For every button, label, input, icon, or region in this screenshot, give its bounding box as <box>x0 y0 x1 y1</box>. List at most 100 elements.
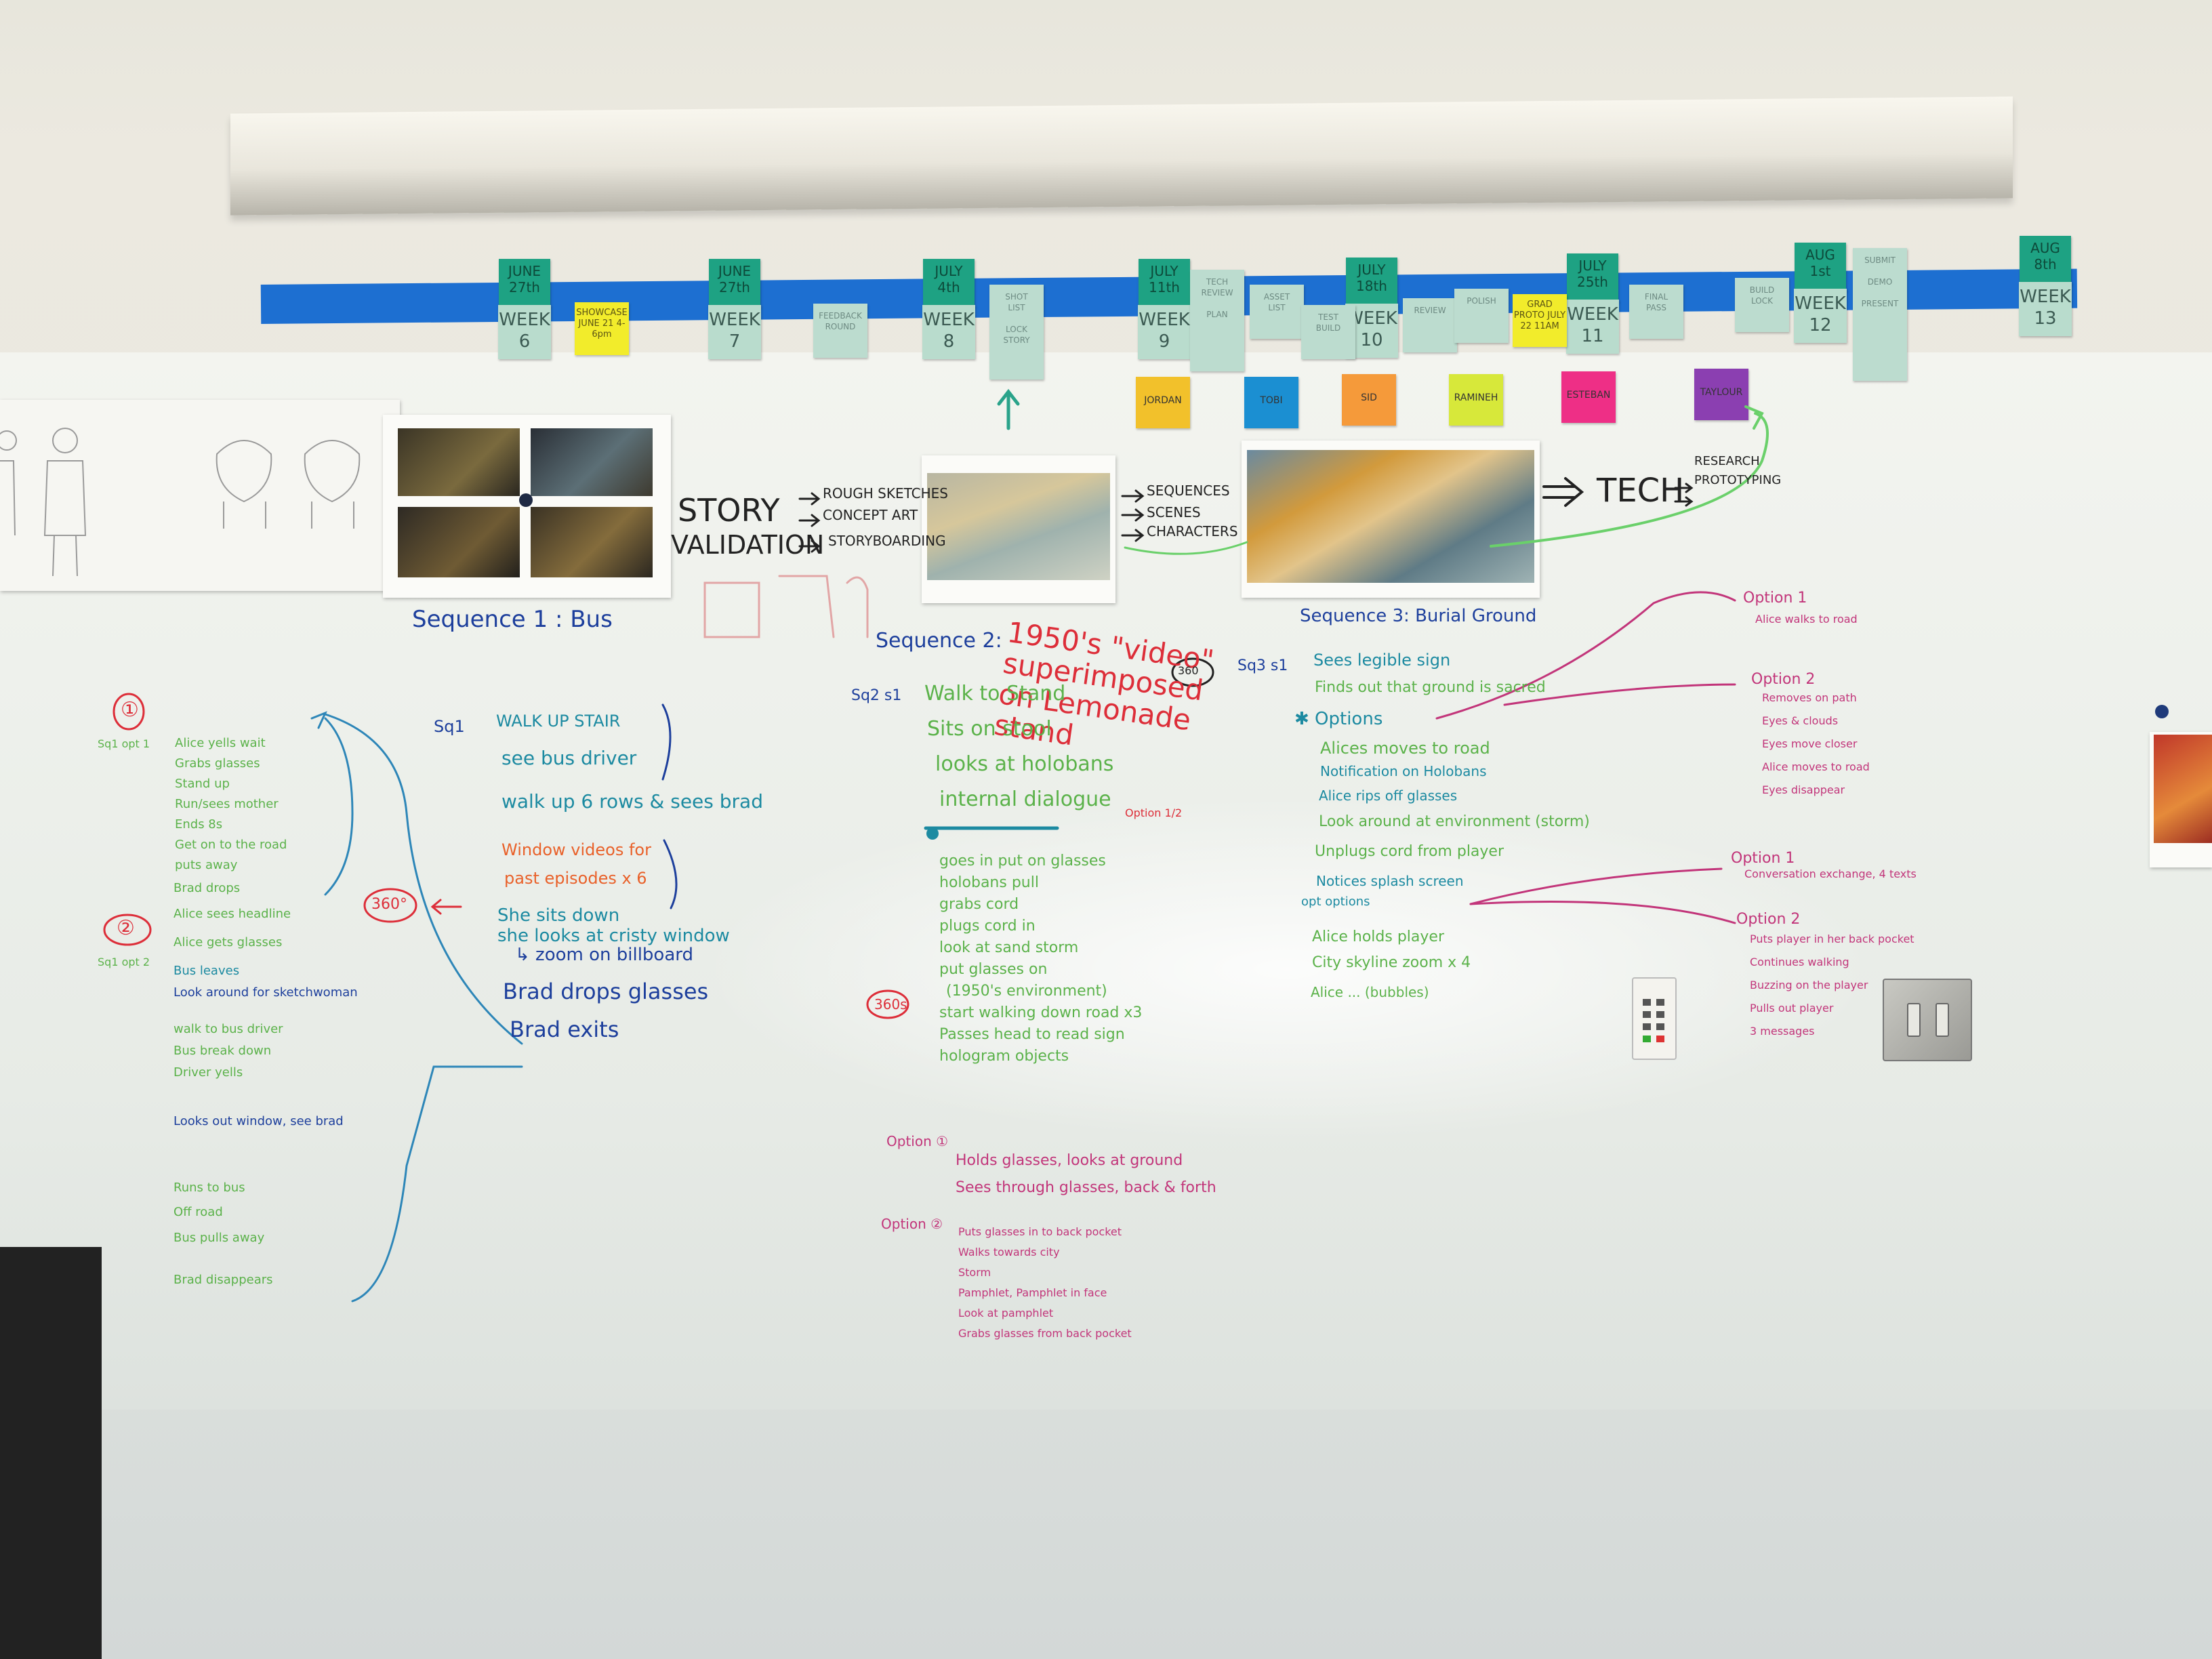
handwritten-line: Unplugs cord from player <box>1315 843 1504 860</box>
seq1-label: Sq1 <box>434 717 465 736</box>
handwritten-line: walk to bus driver <box>173 1022 283 1036</box>
option-arrow <box>1435 591 1736 720</box>
handwritten-line: ↳ zoom on billboard <box>515 945 694 965</box>
handwritten-line: see bus driver <box>501 747 637 769</box>
validation-heading: VALIDATION <box>671 530 825 560</box>
handwritten-line: put glasses on <box>939 961 1048 978</box>
arrow-left <box>430 899 462 915</box>
handwritten-line: Grabs glasses from back pocket <box>958 1327 1132 1340</box>
handwritten-line: Alice sees headline <box>173 907 291 921</box>
teal-dot <box>926 827 939 840</box>
task-note: REVIEW <box>1403 298 1457 352</box>
handwritten-line: Run/sees mother <box>175 797 279 811</box>
role-note: RAMINEH <box>1449 374 1503 426</box>
handwritten-line: Sees through glasses, back & forth <box>956 1179 1216 1196</box>
output-item: CHARACTERS <box>1147 523 1238 539</box>
handwritten-line: Alice holds player <box>1312 928 1444 945</box>
story-item: STORYBOARDING <box>828 533 946 549</box>
number-circle <box>112 693 145 731</box>
storyboard-frame <box>531 507 653 577</box>
pencil-sketches <box>0 428 361 577</box>
handwritten-line: Bus break down <box>173 1044 272 1058</box>
double-arrow <box>1542 477 1584 507</box>
360-bubble <box>363 888 417 923</box>
handwritten-line: Notices splash screen <box>1316 873 1464 889</box>
output-item: SCENES <box>1147 504 1201 520</box>
handwritten-line: Pamphlet, Pamphlet in face <box>958 1286 1107 1299</box>
handwritten-line: Grabs glasses <box>175 756 260 771</box>
handwritten-line: City skyline zoom x 4 <box>1312 954 1471 971</box>
light-switch[interactable] <box>1907 1003 1921 1037</box>
seq1-loop-arrow <box>324 713 523 1045</box>
handwritten-line: Brad drops <box>173 881 241 895</box>
light-switch[interactable] <box>1936 1003 1949 1037</box>
handwritten-line: Runs to bus <box>173 1181 245 1195</box>
360-bubble <box>866 989 909 1019</box>
handwritten-line: Stand up <box>175 777 230 791</box>
number-circle <box>103 914 152 946</box>
brace <box>663 839 678 909</box>
keypad-panel <box>1632 977 1677 1060</box>
storyboard-frame <box>531 428 653 496</box>
green-loop-arrow <box>1490 412 1769 548</box>
option-item: Eyes & clouds <box>1762 714 1839 727</box>
story-item: ROUGH SKETCHES <box>823 485 948 501</box>
handwritten-line: plugs cord in <box>939 918 1036 935</box>
option-item: Pulls out player <box>1750 1002 1834 1015</box>
concept-art-image <box>2154 735 2212 843</box>
handwritten-line: opt options <box>1301 895 1370 909</box>
sequence-2-title: Sequence 2: <box>876 629 1002 653</box>
arrow-right <box>1674 483 1694 493</box>
handwritten-line: walk up 6 rows & sees brad <box>501 790 763 813</box>
role-note: ESTEBAN <box>1561 371 1616 423</box>
role-note: TAYLOUR <box>1694 369 1748 420</box>
handwritten-line: grabs cord <box>939 896 1019 913</box>
tech-item: PROTOTYPING <box>1694 473 1782 487</box>
story-heading: STORY <box>678 492 780 529</box>
handwritten-line: Brad drops glasses <box>503 979 709 1004</box>
pink-sketch <box>703 575 835 638</box>
handwritten-line: Alice gets glasses <box>173 935 283 949</box>
arrow-right <box>798 492 821 506</box>
seq2-option-marker: Option 1/2 <box>1125 806 1183 819</box>
milestone-week-note: WEEK 11 <box>1566 300 1619 354</box>
seq2-360-label: 360s <box>874 996 907 1012</box>
handwritten-line: past episodes x 6 <box>504 869 647 888</box>
option-item: Puts player in her back pocket <box>1750 933 1914 945</box>
360-bubble <box>1171 657 1214 687</box>
handwritten-line: ✱ Options <box>1294 709 1383 729</box>
milestone-date-note: JULY 25th <box>1567 253 1618 302</box>
arrow-right <box>1121 529 1145 542</box>
option-item: Continues walking <box>1750 956 1849 968</box>
option-item: Alice walks to road <box>1755 613 1858 626</box>
seq1-360-label: 360° <box>371 896 407 913</box>
option-item: Eyes disappear <box>1762 783 1845 796</box>
storyboard-frame <box>398 428 520 496</box>
handwritten-line: Look at pamphlet <box>958 1307 1054 1319</box>
sequence-1-title: Sequence 1 : Bus <box>412 606 613 633</box>
handwritten-line: Holds glasses, looks at ground <box>956 1152 1183 1169</box>
seq1-brace <box>324 717 354 896</box>
arrow-right <box>798 514 821 527</box>
seq1-bracket <box>351 1065 523 1303</box>
concept-art-desert <box>922 455 1115 603</box>
option-item: Alice moves to road <box>1762 760 1870 773</box>
handwritten-line: goes in put on glasses <box>939 853 1106 869</box>
milestone-date-note: JULY 18th <box>1346 258 1397 306</box>
handwritten-line: Brad exits <box>510 1017 619 1042</box>
magnet <box>519 493 533 507</box>
seq2-option1-label: Option ① <box>886 1133 949 1149</box>
whiteboard-glare <box>712 800 1864 1139</box>
handwritten-line: Walk to Stand <box>924 682 1066 705</box>
option-item: 3 messages <box>1750 1025 1815 1038</box>
handwritten-line: Finds out that ground is sacred <box>1315 679 1546 696</box>
arrow-right <box>798 539 821 553</box>
handwritten-line: Sees legible sign <box>1313 651 1451 670</box>
role-note: SID <box>1342 374 1396 426</box>
concept-art-edge <box>2150 732 2212 867</box>
handwritten-line: she looks at cristy window <box>497 926 730 946</box>
milestone-date-note: JULY 11th <box>1139 259 1190 308</box>
option-arrow <box>1503 683 1736 706</box>
